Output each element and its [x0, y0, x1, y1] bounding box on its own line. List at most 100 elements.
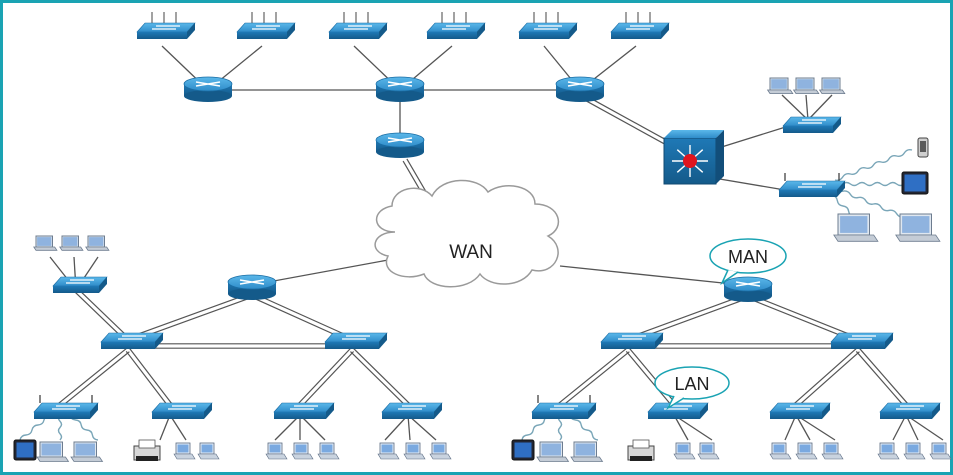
pc-icon	[697, 442, 720, 460]
switch-icon	[518, 22, 578, 39]
link-line	[627, 293, 748, 339]
laptop-icon	[70, 441, 104, 462]
link-line	[807, 94, 833, 121]
laptop-icon	[766, 77, 794, 94]
laptop-icon	[792, 77, 820, 94]
wireless-link	[521, 414, 551, 441]
router-icon	[555, 76, 605, 102]
router-icon	[227, 274, 277, 300]
pc-icon	[377, 442, 400, 460]
link-line	[384, 414, 409, 441]
pc-icon	[877, 442, 900, 460]
pc-icon	[265, 442, 288, 460]
switch-icon	[100, 332, 164, 349]
pc-icon	[291, 442, 314, 460]
antenna-pair	[343, 12, 369, 24]
switch-icon	[600, 332, 664, 349]
laptop-icon	[570, 441, 604, 462]
printer-icon	[627, 439, 655, 461]
laptop-icon	[833, 213, 879, 242]
pc-icon	[403, 442, 426, 460]
antenna-pair	[151, 12, 177, 24]
link-line	[795, 414, 836, 441]
wireless-link	[834, 181, 913, 187]
link-line	[169, 414, 187, 441]
router-icon	[375, 76, 425, 102]
wireless-link	[834, 187, 913, 221]
wireless-link	[57, 414, 63, 441]
link-line	[578, 96, 680, 153]
phone-icon	[917, 137, 929, 158]
laptop-icon	[36, 441, 70, 462]
switch-icon	[136, 22, 196, 39]
router-icon	[183, 76, 233, 102]
switch-icon	[769, 402, 831, 419]
antenna-pair	[441, 12, 467, 24]
laptop-icon	[85, 235, 110, 251]
link-line	[805, 94, 809, 121]
link-line	[301, 351, 355, 407]
link-line	[407, 414, 411, 441]
link-line	[748, 293, 860, 339]
wireless-link	[569, 414, 599, 441]
switch-icon	[328, 22, 388, 39]
pc-icon	[317, 442, 340, 460]
switch-icon	[273, 402, 335, 419]
antenna-pair	[533, 12, 559, 24]
switch-icon	[531, 402, 597, 419]
laptop-icon	[895, 213, 941, 242]
link-line	[77, 287, 130, 339]
link-line	[855, 351, 905, 407]
laptop-icon	[818, 77, 846, 94]
wan-cloud: WAN	[374, 179, 559, 288]
link-line	[125, 350, 169, 407]
link-line	[559, 265, 743, 286]
link-line	[407, 414, 437, 441]
wan-label: WAN	[449, 242, 493, 263]
switch-icon	[879, 402, 941, 419]
multilayer-switch-icon	[663, 130, 724, 185]
switch-icon	[778, 180, 846, 197]
switch-icon	[830, 332, 894, 349]
laptop-icon	[33, 235, 58, 251]
pc-icon	[197, 442, 220, 460]
laptop-icon	[536, 441, 570, 462]
callouts: MAN LAN	[654, 238, 787, 411]
wan-cloud-icon	[374, 179, 559, 288]
link-line	[159, 414, 171, 441]
link-line	[127, 292, 252, 339]
switch-icon	[647, 402, 709, 419]
lan-callout: LAN	[654, 366, 730, 411]
link-line	[558, 347, 627, 404]
link-line	[129, 348, 173, 405]
link-line	[299, 414, 326, 441]
link-line	[561, 351, 630, 408]
pc-icon	[769, 442, 792, 460]
tablet-icon	[13, 439, 37, 461]
link-line	[353, 348, 410, 404]
pc-icon	[429, 442, 452, 460]
tablet-icon	[511, 439, 535, 461]
wireless-link	[19, 414, 51, 441]
switch-icon	[52, 276, 108, 293]
pc-icon	[929, 442, 952, 460]
link-line	[673, 414, 689, 441]
switch-icon	[610, 22, 670, 39]
pc-icon	[673, 442, 696, 460]
man-label: MAN	[728, 247, 768, 267]
link-line	[859, 348, 909, 404]
wireless-link	[557, 414, 563, 441]
link-line	[274, 414, 301, 441]
link-line	[781, 94, 809, 121]
pc-icon	[795, 442, 818, 460]
link-line	[795, 414, 811, 441]
link-line	[905, 414, 944, 441]
antenna-pair	[625, 12, 651, 24]
link-line	[61, 351, 130, 408]
switch-icon	[782, 116, 842, 133]
link-line	[58, 347, 127, 404]
wireless-link	[69, 414, 99, 441]
switch-icon	[381, 402, 443, 419]
router-icon	[723, 276, 773, 302]
laptop-icon	[59, 235, 84, 251]
